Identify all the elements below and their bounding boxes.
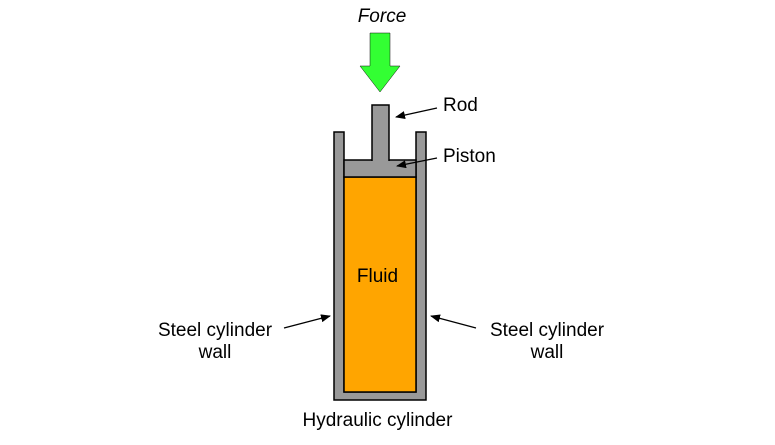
force-arrow-icon [359,32,401,93]
right-wall-pointer-arrow-icon [430,314,477,329]
diagram-caption: Hydraulic cylinder [302,410,453,431]
left-wall-label-line1: Steel cylinder [157,320,273,341]
fluid-region [343,176,417,393]
left-wall-label-line2: wall [198,342,232,363]
left-wall-label: Steel cylinder wall [130,320,300,364]
right-wall-label-line2: wall [530,342,564,363]
rod-pointer-arrow-icon [395,107,438,119]
right-wall-label: Steel cylinder wall [462,320,632,364]
piston-label: Piston [443,146,496,167]
force-label: Force [357,6,407,27]
fluid-label: Fluid [356,266,399,287]
rod-label: Rod [443,95,478,116]
left-wall-pointer-arrow-icon [283,314,331,329]
piston [343,159,417,178]
rod [371,104,390,161]
right-wall-label-line1: Steel cylinder [489,320,605,341]
piston-pointer-arrow-icon [396,157,438,169]
